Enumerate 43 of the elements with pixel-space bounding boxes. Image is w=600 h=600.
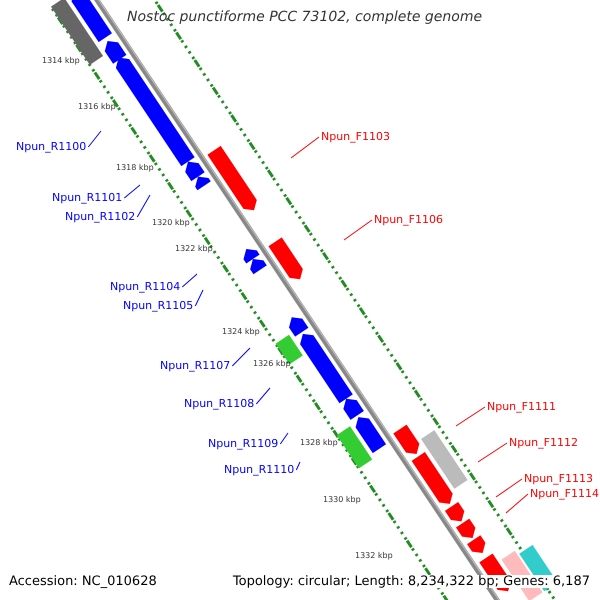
- leader-line: [496, 478, 522, 498]
- scale-label: 1324 kbp: [222, 328, 260, 336]
- gene-label: Npun_R1107: [160, 360, 230, 371]
- leader-line: [506, 494, 528, 514]
- footer-text: Topology: circular; Length: 8,234,322 bp; Genes: 6,187: [232, 575, 590, 588]
- footer-text: Accession: NC_010628: [9, 575, 157, 588]
- leader-line: [182, 274, 198, 288]
- leader-line: [456, 406, 486, 426]
- scale-label: 1330 kbp: [323, 496, 361, 504]
- scale-label: 1332 kbp: [355, 552, 393, 560]
- scale-label: 1320 kbp: [152, 219, 190, 227]
- leader-line: [232, 348, 250, 366]
- gene-label: Npun_F1103: [321, 131, 390, 142]
- scale-label: 1318 kbp: [116, 164, 154, 172]
- gene-label: Npun_F1114: [530, 488, 599, 499]
- scale-label: 1316 kbp: [78, 103, 116, 111]
- gene-label: Npun_R1110: [224, 464, 294, 475]
- scale-label: 1314 kbp: [42, 57, 80, 65]
- leader-line: [296, 462, 300, 470]
- leader-line: [124, 184, 140, 198]
- leader-line: [290, 136, 320, 158]
- gene-label: Npun_F1113: [524, 473, 593, 484]
- leader-line: [280, 432, 288, 444]
- gene-label: Npun_R1109: [208, 438, 278, 449]
- leader-line: [194, 290, 204, 306]
- gene-label: Npun_F1106: [374, 214, 443, 225]
- leader-line: [256, 388, 270, 404]
- gene-label: Npun_R1101: [52, 192, 122, 203]
- gene-label: Npun_R1100: [16, 141, 86, 152]
- title: Nostoc punctiforme PCC 73102, complete genome: [127, 10, 482, 24]
- gene-label: Npun_R1102: [65, 211, 136, 222]
- gene-label: Npun_R1108: [184, 398, 254, 409]
- scale-label: 1322 kbp: [175, 245, 213, 253]
- gene-label: Npun_R1105: [123, 300, 194, 311]
- scale-label: 1326 kbp: [253, 360, 291, 368]
- leader-line: [136, 194, 150, 218]
- gene-label: Npun_R1104: [110, 281, 180, 292]
- leader-line: [88, 130, 102, 148]
- scale-label: 1328 kbp: [300, 439, 338, 447]
- gene-label: Npun_F1112: [509, 437, 578, 448]
- gene-label: Npun_F1111: [487, 401, 556, 412]
- leader-line: [344, 220, 372, 240]
- leader-line: [478, 442, 508, 462]
